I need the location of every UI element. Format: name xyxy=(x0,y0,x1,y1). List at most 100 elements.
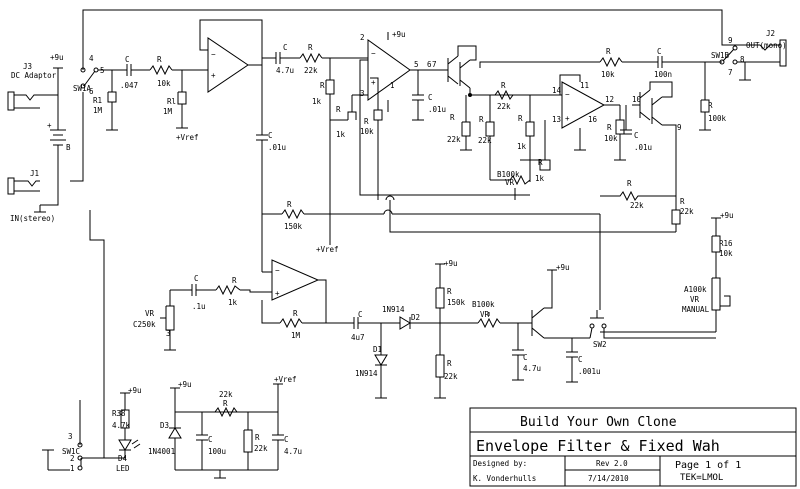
op2-pin16: 16 xyxy=(588,115,598,124)
j3-name: DC Adaptor xyxy=(11,71,57,80)
c-47-value: 4.7u xyxy=(276,66,294,75)
vref-label-1: +Vref xyxy=(176,133,199,142)
date-label: 7/14/2010 xyxy=(588,474,629,483)
vref-label-3: +Vref xyxy=(274,375,297,384)
sw1a-pin4: 4 xyxy=(89,54,94,63)
sw1a-pin6: 6 xyxy=(89,87,94,96)
d1-type: 1N914 xyxy=(355,369,378,378)
op1-pin5: 5 xyxy=(414,60,419,69)
r-150kb-ref: R xyxy=(447,287,452,296)
c-in-ref: C xyxy=(125,55,130,64)
c-47b-ref: C xyxy=(523,353,528,362)
svg-text:+: + xyxy=(565,114,570,123)
c-in-value: .047 xyxy=(120,81,138,90)
manual-label: MANUAL xyxy=(682,305,710,314)
envelope-section: − + C .1u R 1k VR C250k 3 R 1M C 4u7 1N9… xyxy=(133,259,716,399)
r-1kd-ref: R xyxy=(538,158,543,167)
supply-9v-led: +9u xyxy=(128,386,142,395)
c-001-ref: C xyxy=(578,355,583,364)
battery-plus: + xyxy=(47,121,52,130)
c-mid-value: .01u xyxy=(268,143,286,152)
c-01b-ref: C xyxy=(634,131,639,140)
r-1kc-ref: R xyxy=(518,114,523,123)
r-22kg-ref: 22k xyxy=(219,390,233,399)
svg-text:+: + xyxy=(211,71,216,80)
battery-9v: + B xyxy=(40,94,71,206)
supply-9v-label: +9u xyxy=(50,53,64,62)
r16-value: 10k xyxy=(719,249,733,258)
sw1a-switch: 4 5 6 SW1A xyxy=(70,54,105,182)
tek-label: TEK=LMOL xyxy=(680,473,723,483)
page-label: Page 1 of 1 xyxy=(675,460,741,471)
sw1c-pin3: 3 xyxy=(68,432,73,441)
r-150k-ref: R xyxy=(287,200,292,209)
a100k-vr: VR xyxy=(690,295,700,304)
c-4u7-ref: C xyxy=(358,310,363,319)
op2-pin11: 11 xyxy=(580,81,589,90)
c-47b-value: 4.7u xyxy=(523,364,541,373)
svg-text:−: − xyxy=(371,49,376,58)
c-100u-ref: C xyxy=(208,435,213,444)
designer-name: K. Vonderhulls xyxy=(473,474,536,483)
rl-value: 1M xyxy=(163,107,173,116)
r-1kd-env-value: 1k xyxy=(228,298,238,307)
output-network: R 10k C 100n R 100k xyxy=(479,47,727,131)
vr-b100k-vr: VR xyxy=(505,178,515,187)
vref-label-2: +Vref xyxy=(316,245,339,254)
op2-pin9: 9 xyxy=(677,123,682,132)
vr-c250k-vr: VR xyxy=(145,309,155,318)
op2-pin10: 10 xyxy=(632,95,642,104)
feedback-150k: R 150k xyxy=(262,195,601,310)
r-1kd-value: 1k xyxy=(535,174,545,183)
supply-9v-ps: +9u xyxy=(178,380,192,389)
manual-pot: +9u R16 10k A100k VR MANUAL xyxy=(600,211,734,333)
d2-ref: D2 xyxy=(411,313,420,322)
a100k-label: A100k xyxy=(684,285,707,294)
svg-text:−: − xyxy=(275,266,280,275)
r-10k-ref: R xyxy=(157,55,162,64)
b100k-env: B100k xyxy=(472,300,495,309)
r-22kb-ref: R xyxy=(501,81,506,90)
r-100k-value: 100k xyxy=(708,114,727,123)
c-100n-value: 100n xyxy=(654,70,672,79)
c-100n-ref: C xyxy=(657,47,662,56)
op1-pin1: 1 xyxy=(390,81,395,90)
sw1c-pin1: 1 xyxy=(70,464,75,473)
r-1k2-value: 1k xyxy=(336,130,346,139)
r-1m-ref: R xyxy=(293,309,298,318)
r-10k-b-value: 10k xyxy=(360,127,374,136)
c-47c-ref: C xyxy=(284,435,289,444)
j1-name: IN(stereo) xyxy=(10,214,55,223)
r38-value: 4.7k xyxy=(112,421,131,430)
r-150kb-value: 150k xyxy=(447,298,466,307)
r-22k-value: 22k xyxy=(304,66,318,75)
vr-pin3: 3 xyxy=(166,329,171,338)
r-100k-ref: R xyxy=(708,101,713,110)
c-1u-value: .1u xyxy=(192,302,206,311)
supply-9v-env: +9u xyxy=(444,259,458,268)
r-22kd-value: 22k xyxy=(630,201,644,210)
transistor-pair-1 xyxy=(432,45,477,97)
r-22k-ref: R xyxy=(308,43,313,52)
power-supply-section: +9u D3 1N4001 C 100u 22k R R 22k +Vref C… xyxy=(148,375,302,479)
r-10k-value: 10k xyxy=(157,79,171,88)
led-indicator: +9u R38 4.7k D4 LED xyxy=(89,210,142,473)
c-001-value: .001u xyxy=(578,367,601,376)
c-47c-value: 4.7u xyxy=(284,447,302,456)
j3-label: J3 xyxy=(23,62,32,71)
r-22kf-ref: R xyxy=(680,197,685,206)
svg-text:+: + xyxy=(371,78,376,87)
supply-9v-q: +9u xyxy=(556,263,570,272)
output-jack: J2 OUT(mono) xyxy=(739,29,787,81)
title-main: Build Your Own Clone xyxy=(520,415,677,430)
filter-stage-1: C 4.7u R 22k R 1k +Vref R 1k − + 2 3 5 +… xyxy=(262,30,530,254)
title-sub: Envelope Filter & Fixed Wah xyxy=(476,437,720,455)
op1-pin7: 7 xyxy=(432,60,437,69)
b100k-env-vr: VR xyxy=(480,310,490,319)
filter-stage-2: R 22k R 22k R 22k R 1k R 1k B100k VR − +… xyxy=(389,74,694,233)
supply-9v-left: +9u xyxy=(50,53,64,95)
sw1c-switch: 3 2 1 SW1C xyxy=(42,400,104,473)
r-1kb-ref: R xyxy=(479,115,484,124)
sw1b-label: SW1B xyxy=(711,51,730,60)
